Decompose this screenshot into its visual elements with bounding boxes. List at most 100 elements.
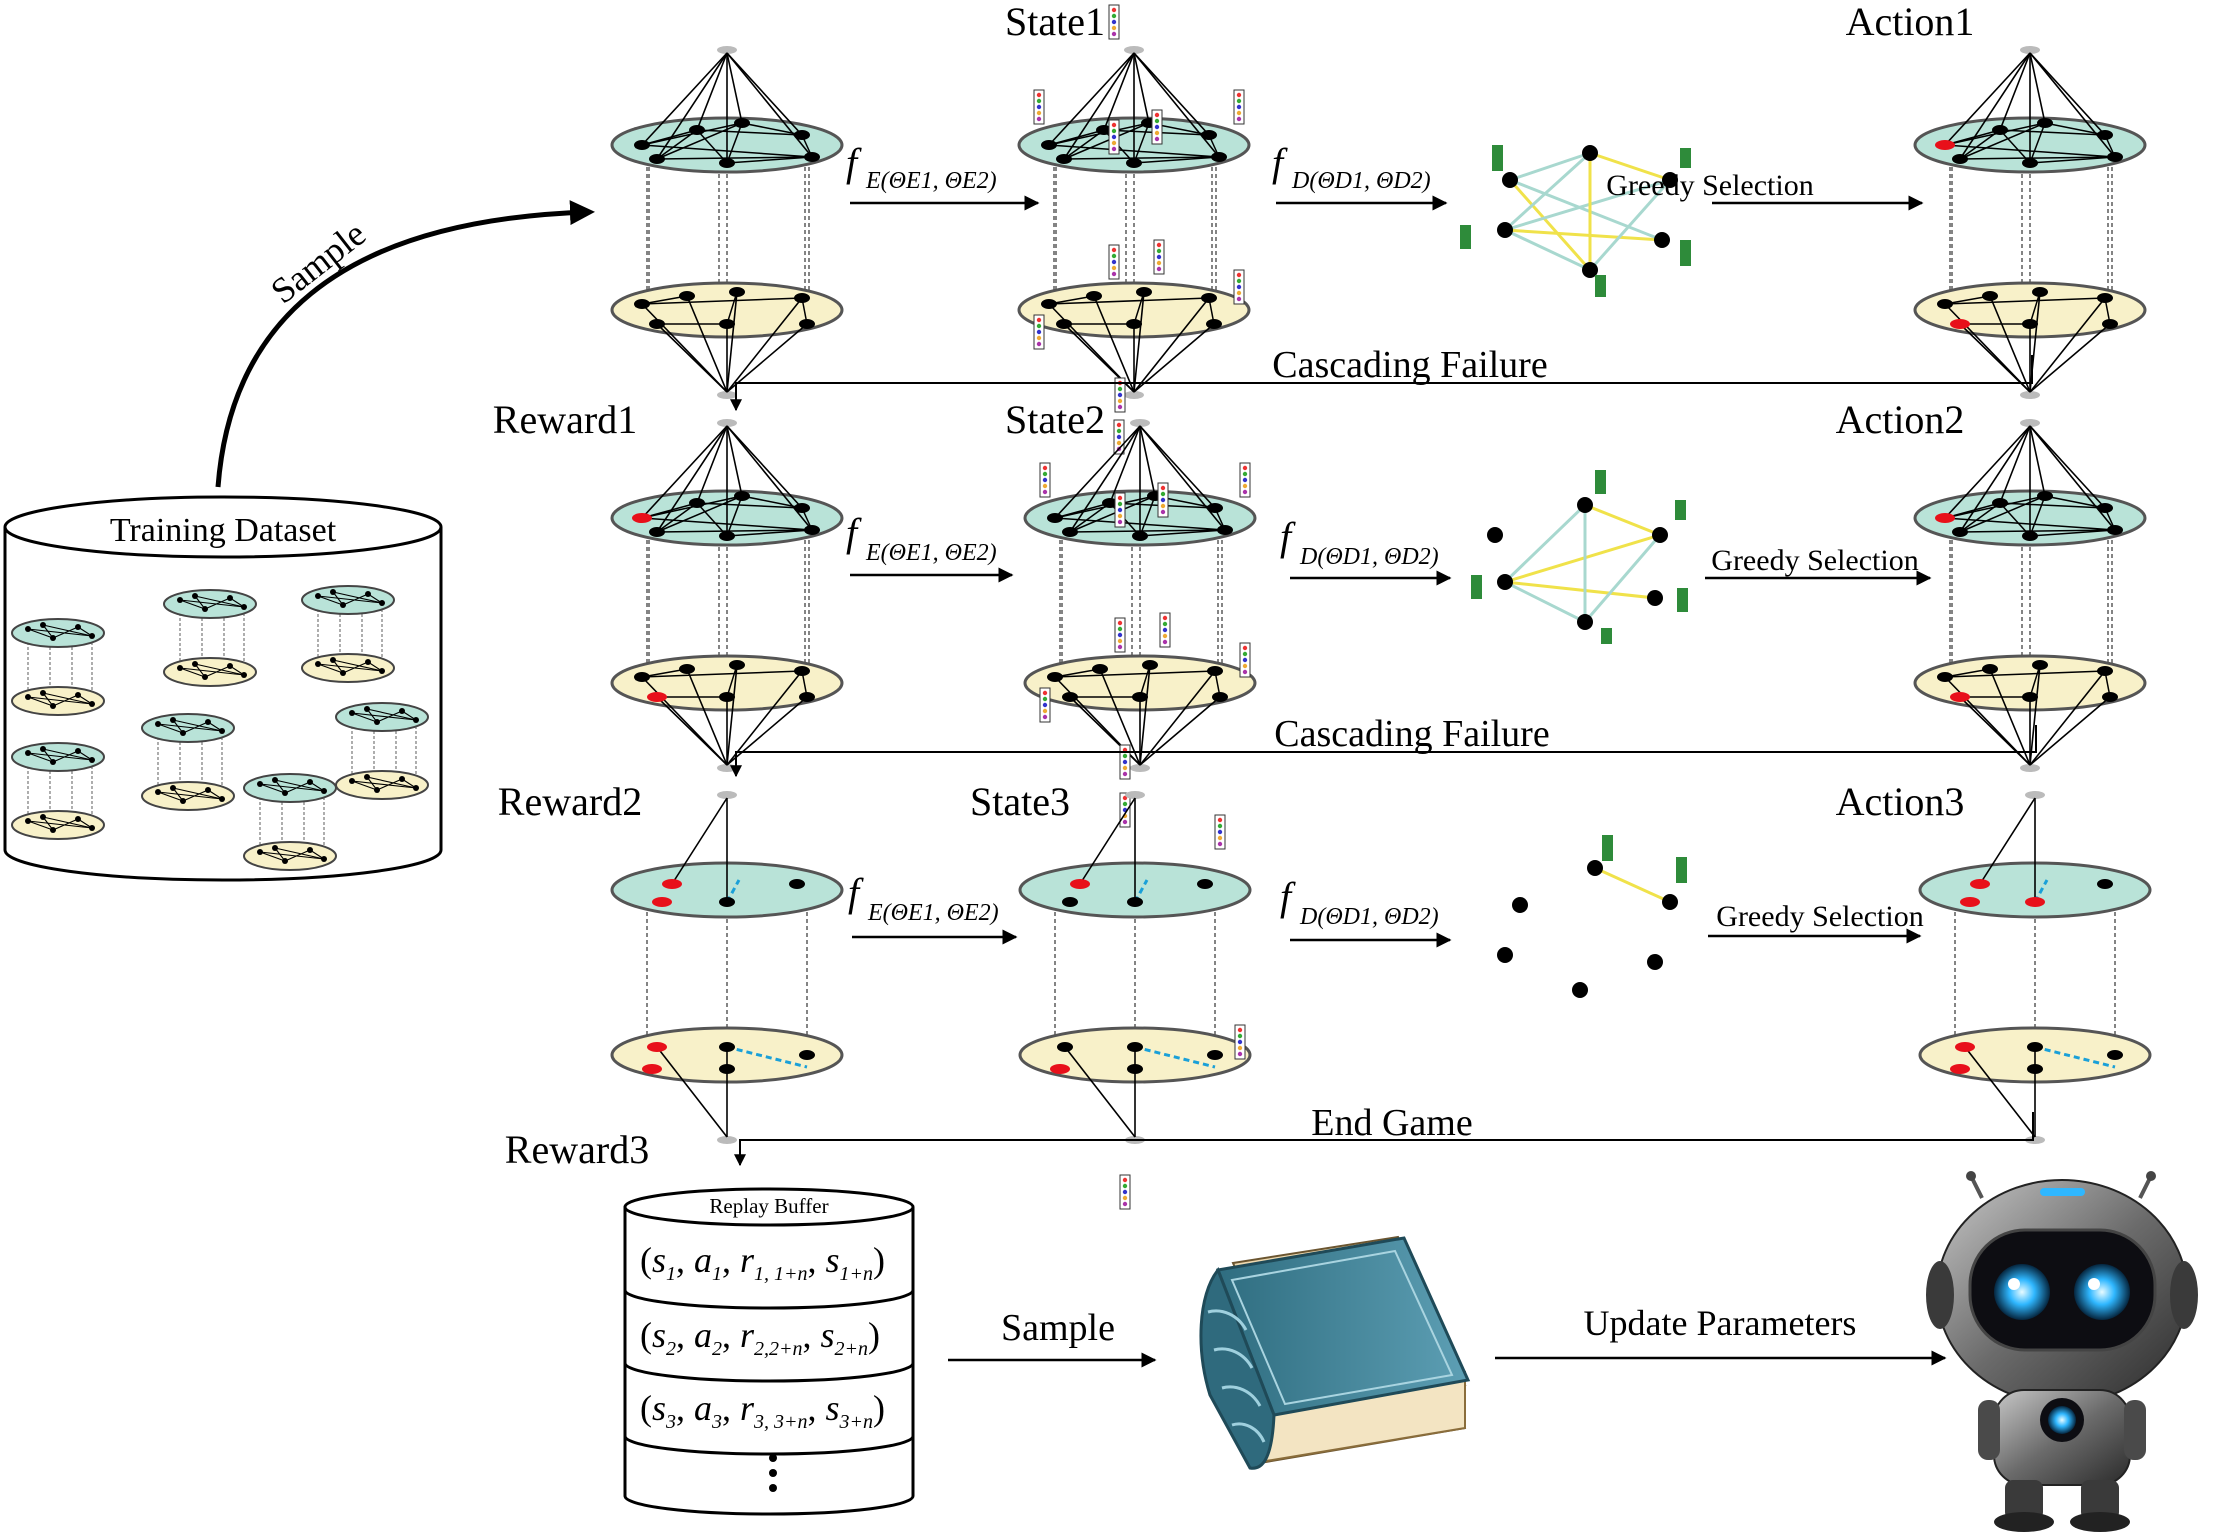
node bbox=[1937, 672, 1953, 682]
embedding-vector bbox=[1108, 4, 1120, 40]
state2-title: State2 bbox=[1005, 397, 1105, 442]
embedding-vector bbox=[1114, 492, 1126, 528]
node bbox=[719, 692, 735, 702]
svg-text:Greedy Selection: Greedy Selection bbox=[1711, 544, 1918, 577]
node bbox=[1136, 287, 1152, 297]
q-node bbox=[1647, 954, 1663, 970]
svg-text:f: f bbox=[846, 510, 862, 555]
node bbox=[1982, 664, 1998, 674]
embedding-vector bbox=[1114, 377, 1126, 413]
q-node bbox=[1662, 172, 1678, 188]
node bbox=[1201, 130, 1217, 140]
node bbox=[2032, 660, 2048, 670]
q-node bbox=[1487, 527, 1503, 543]
greedy-op-row2: Greedy Selection bbox=[1705, 544, 1932, 586]
embedding-vector bbox=[1108, 244, 1120, 280]
removed-node bbox=[1070, 879, 1090, 889]
node bbox=[2037, 118, 2053, 128]
node bbox=[634, 672, 650, 682]
removed-node bbox=[652, 897, 672, 907]
node bbox=[634, 299, 650, 309]
node bbox=[1952, 154, 1968, 164]
q-value-bar bbox=[1676, 857, 1687, 883]
graph-action3 bbox=[1918, 791, 2152, 1144]
sample-curve-arrow bbox=[215, 200, 595, 488]
sample-bottom-label: Sample bbox=[1001, 1307, 1115, 1349]
node bbox=[2097, 293, 2113, 303]
removed-node bbox=[1050, 1064, 1070, 1074]
node bbox=[679, 291, 695, 301]
mini-graph-samples bbox=[11, 585, 429, 871]
graph-reward2 bbox=[610, 791, 844, 1144]
node bbox=[719, 158, 735, 168]
removed-node bbox=[1950, 1064, 1970, 1074]
node bbox=[1206, 319, 1222, 329]
node bbox=[1132, 692, 1148, 702]
svg-text:D(ΘD1, ΘD2): D(ΘD1, ΘD2) bbox=[1299, 904, 1439, 930]
node bbox=[2027, 1042, 2043, 1052]
node bbox=[1952, 527, 1968, 537]
embedding-vector bbox=[1039, 462, 1051, 498]
node bbox=[1207, 503, 1223, 513]
svg-text:(s2, a2, r2,2+n, s2+n): (s2, a2, r2,2+n, s2+n) bbox=[640, 1315, 880, 1360]
node bbox=[2027, 1064, 2043, 1074]
decoder-op-row1: f D(ΘD1, ΘD2) bbox=[1272, 140, 1448, 211]
removed-node bbox=[2025, 897, 2045, 907]
embedding-vector bbox=[1233, 269, 1245, 305]
q-node bbox=[1577, 614, 1593, 630]
node bbox=[1142, 660, 1158, 670]
svg-text:End Game: End Game bbox=[1311, 1102, 1472, 1144]
node bbox=[719, 1064, 735, 1074]
action3-title: Action3 bbox=[1836, 779, 1965, 824]
removed-node bbox=[642, 1064, 662, 1074]
encoder-op-row2: f E(ΘE1, ΘE2) bbox=[846, 510, 1014, 583]
transition-row1: Cascading Failure bbox=[730, 344, 2033, 412]
node bbox=[1207, 1050, 1223, 1060]
node bbox=[1937, 299, 1953, 309]
node bbox=[2037, 491, 2053, 501]
training-dataset-label: Training Dataset bbox=[110, 512, 337, 549]
q-graph-row1 bbox=[1460, 145, 1691, 297]
svg-text:f: f bbox=[848, 870, 864, 915]
embedding-vector bbox=[1239, 642, 1251, 678]
svg-text:Greedy Selection: Greedy Selection bbox=[1716, 900, 1923, 933]
replay-buffer: Replay Buffer (s1, a1, r1, 1+n, s1+n) (s… bbox=[623, 1187, 915, 1516]
graph-action1 bbox=[1913, 46, 2147, 399]
svg-text:Cascading Failure: Cascading Failure bbox=[1274, 713, 1549, 755]
node bbox=[2097, 130, 2113, 140]
node bbox=[2107, 152, 2123, 162]
node bbox=[1207, 666, 1223, 676]
node bbox=[734, 491, 750, 501]
q-node bbox=[1587, 860, 1603, 876]
graph-state1 bbox=[1017, 4, 1251, 455]
graph-row1-input bbox=[610, 46, 844, 399]
svg-text:f: f bbox=[1280, 874, 1296, 919]
mini-multilayer-graph bbox=[301, 585, 395, 683]
q-node bbox=[1502, 172, 1518, 188]
node bbox=[1212, 692, 1228, 702]
graph-reward1 bbox=[610, 419, 844, 772]
transition-row3: End Game bbox=[734, 1102, 2034, 1167]
removed-node bbox=[647, 692, 667, 702]
embedding-vector bbox=[1033, 89, 1045, 125]
state1-title: State1 bbox=[1005, 0, 1105, 44]
greedy-op-row1: Greedy Selection bbox=[1606, 169, 1924, 211]
greedy-op-row3: Greedy Selection bbox=[1708, 900, 1924, 944]
q-node bbox=[1497, 947, 1513, 963]
node bbox=[1992, 498, 2008, 508]
node bbox=[799, 1050, 815, 1060]
q-node bbox=[1654, 232, 1670, 248]
node bbox=[1127, 1042, 1143, 1052]
node bbox=[789, 879, 805, 889]
mini-multilayer-graph bbox=[141, 713, 235, 811]
node bbox=[649, 319, 665, 329]
node bbox=[1086, 291, 1102, 301]
embedding-vector bbox=[1159, 612, 1171, 648]
node bbox=[1062, 527, 1078, 537]
embedding-vector bbox=[1151, 109, 1163, 145]
node bbox=[729, 660, 745, 670]
embedding-vector bbox=[1033, 314, 1045, 350]
node bbox=[1132, 531, 1148, 541]
node bbox=[1217, 525, 1233, 535]
